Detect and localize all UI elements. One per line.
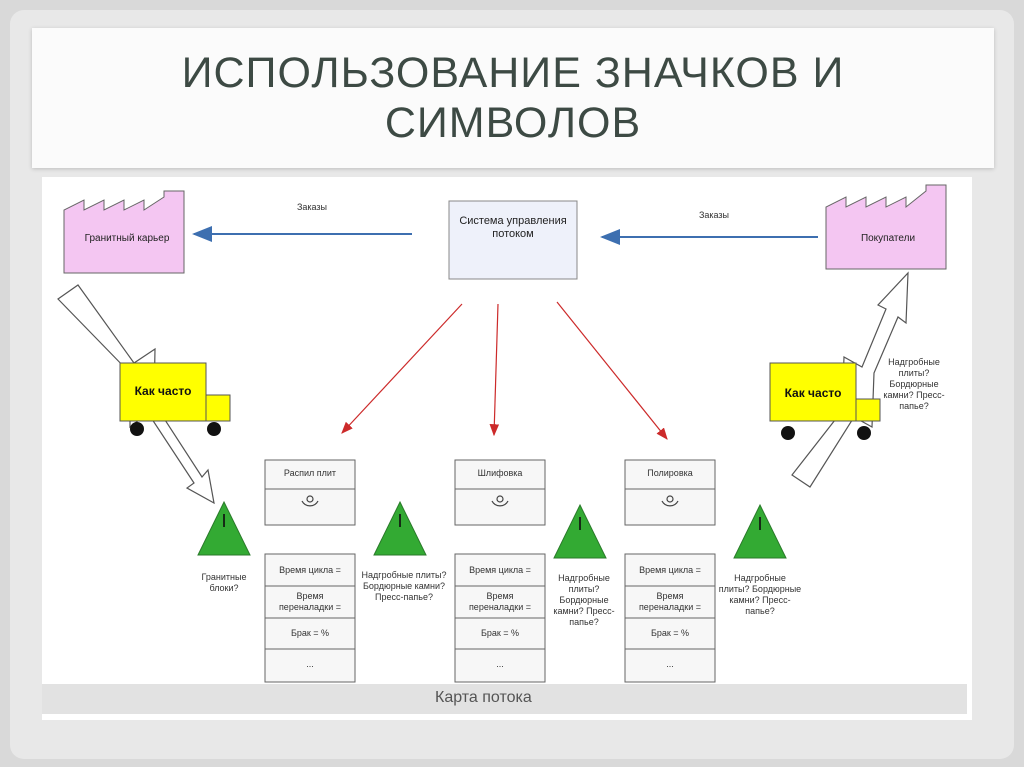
schedule-arrow-3: [556, 301, 668, 440]
title-box: ИСПОЛЬЗОВАНИЕ ЗНАЧКОВ И СИМВОЛОВ: [32, 28, 994, 168]
process-2: [454, 459, 546, 526]
diagram-caption: Карта потока: [435, 689, 532, 706]
orders-label-left: Заказы: [296, 202, 328, 212]
data-box-1: [264, 553, 356, 683]
truck-right-wheel-rear: [781, 426, 795, 440]
data-3-more: ...: [666, 659, 674, 669]
truck-left-cab: [205, 394, 231, 422]
inventory-letter-1: I: [221, 511, 227, 531]
value-stream-map: Заказы Заказы Гранитный карьер Система у…: [42, 177, 972, 720]
inventory-triangle-3: [553, 503, 607, 559]
data-3-defects: Брак = %: [650, 628, 690, 638]
inventory-letter-3: I: [577, 514, 583, 534]
data-3-changeover: Время переналадки =: [638, 591, 702, 612]
inventory-note-4: Надгробные плиты? Бордюрные камни? Пресс…: [718, 573, 802, 616]
truck-right-label: Как часто: [784, 386, 842, 400]
schedule-arrow-1: [341, 303, 463, 434]
truck-right-cab: [855, 398, 881, 422]
caption-bar: [42, 684, 967, 714]
control-box: [448, 200, 578, 280]
inventory-letter-4: I: [757, 514, 763, 534]
data-2-changeover: Время переналадки =: [468, 591, 532, 612]
truck-right-body: [769, 362, 857, 422]
process-1: [264, 459, 356, 526]
truck-left-label: Как часто: [134, 384, 192, 398]
control-label: Система управления потоком: [459, 215, 567, 240]
customer-label: Покупатели: [860, 233, 916, 244]
data-1-changeover: Время переналадки =: [278, 591, 342, 612]
truck-left-wheel-rear: [130, 422, 144, 436]
data-3-cycle: Время цикла =: [639, 565, 701, 575]
data-box-2: [454, 553, 546, 683]
process-3-name: Полировка: [647, 468, 693, 478]
truck-right-note: Надгробные плиты? Бордюрные камни? Пресс…: [883, 357, 945, 411]
data-2-defects: Брак = %: [480, 628, 520, 638]
inventory-note-2: Надгробные плиты? Бордюрные камни? Пресс…: [361, 570, 447, 602]
truck-left-body: [119, 362, 207, 422]
inventory-triangle-4: [733, 503, 787, 559]
inventory-triangle-1: [197, 500, 251, 556]
schedule-arrow-2: [489, 303, 500, 437]
data-2-cycle: Время цикла =: [469, 565, 531, 575]
truck-left-wheel-front: [207, 422, 221, 436]
data-1-cycle: Время цикла =: [279, 565, 341, 575]
data-1-defects: Брак = %: [290, 628, 330, 638]
inventory-triangle-2: [373, 500, 427, 556]
supplier-label: Гранитный карьер: [84, 233, 170, 244]
truck-right-wheel-front: [857, 426, 871, 440]
supplier-factory-icon: [63, 190, 185, 274]
data-box-3: [624, 553, 716, 683]
orders-label-right: Заказы: [698, 210, 730, 220]
customer-factory-icon: [825, 184, 947, 270]
process-3: [624, 459, 716, 526]
slide-title: ИСПОЛЬЗОВАНИЕ ЗНАЧКОВ И СИМВОЛОВ: [181, 49, 845, 147]
inventory-note-1: Гранитные блоки?: [201, 572, 247, 593]
data-1-more: ...: [306, 659, 314, 669]
diagram-canvas: [57, 184, 947, 683]
process-2-name: Шлифовка: [477, 468, 523, 478]
process-1-name: Распил плит: [283, 468, 337, 478]
data-2-more: ...: [496, 659, 504, 669]
inventory-note-3: Надгробные плиты? Бордюрные камни? Пресс…: [553, 573, 615, 627]
inventory-letter-2: I: [397, 511, 403, 531]
